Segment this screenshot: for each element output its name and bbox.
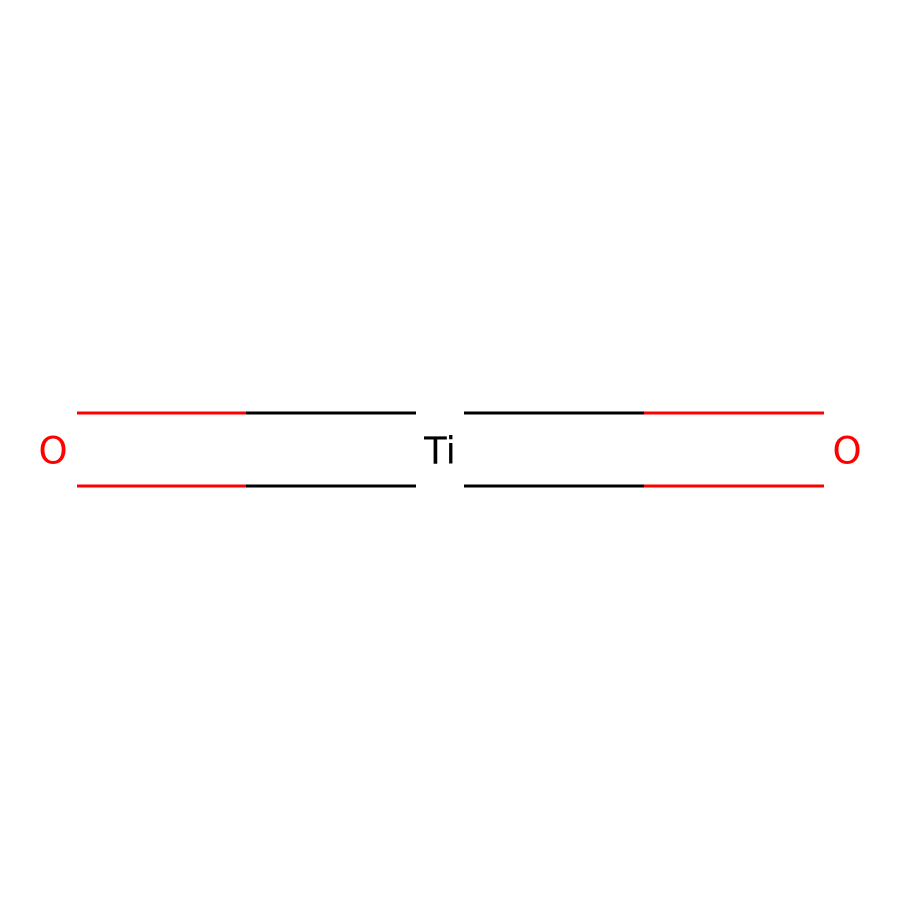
atom-label-o-left: O: [38, 430, 67, 473]
bond-ti-o-right: [464, 411, 824, 488]
bond-o-left-ti: [77, 411, 416, 488]
atom-label-o-right: O: [832, 430, 861, 473]
atom-label-ti: Ti: [423, 430, 456, 473]
